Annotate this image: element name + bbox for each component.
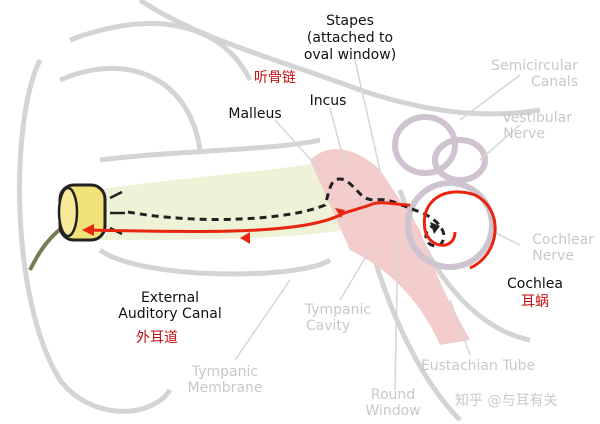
- malleus-label: Malleus: [228, 106, 281, 122]
- round-window-label: Window: [365, 403, 420, 419]
- semicircular-label: Canals: [531, 74, 578, 90]
- arrowhead: [430, 222, 440, 234]
- ear-canal: [95, 160, 345, 240]
- stapes-label: (attached to: [307, 30, 393, 46]
- canal-label: External: [141, 290, 199, 306]
- tympanic-membrane-label: Membrane: [187, 380, 262, 396]
- round-window-label: Round: [371, 387, 415, 403]
- leader-lines: [234, 59, 521, 391]
- canal-label: Auditory Canal: [118, 306, 221, 322]
- semicircular-label: Semicircular: [491, 58, 578, 74]
- stapes-label: oval window): [304, 47, 396, 63]
- vestibular-label: Vestibular: [502, 110, 572, 126]
- incus-label: Incus: [310, 93, 347, 109]
- eustachian-label: Eustachian Tube: [421, 358, 535, 374]
- cochlear-nerve-label: Nerve: [532, 248, 574, 264]
- cochlea-cn-label: 耳蜗: [521, 294, 549, 310]
- tympanic-membrane-label: Tympanic: [191, 364, 258, 380]
- stapes-label: Stapes: [326, 13, 374, 29]
- cochlear-nerve-label: Cochlear: [532, 232, 594, 248]
- vestibular-label: Nerve: [503, 126, 545, 142]
- tympanic-cavity-label: Cavity: [306, 318, 350, 334]
- cochlea-label: Cochlea: [507, 276, 563, 292]
- watermark: 知乎 @与耳有关: [455, 392, 557, 409]
- arrowhead-red: [82, 224, 94, 236]
- canal-cn-label: 外耳道: [136, 330, 178, 346]
- inner-ear: [392, 114, 495, 270]
- middle-ear: [310, 149, 470, 345]
- tympanic-cavity-label: Tympanic: [304, 302, 371, 318]
- arrowhead-red: [240, 232, 250, 244]
- arrowhead-red: [335, 208, 345, 218]
- ossicles-cn-label: 听骨链: [254, 70, 296, 86]
